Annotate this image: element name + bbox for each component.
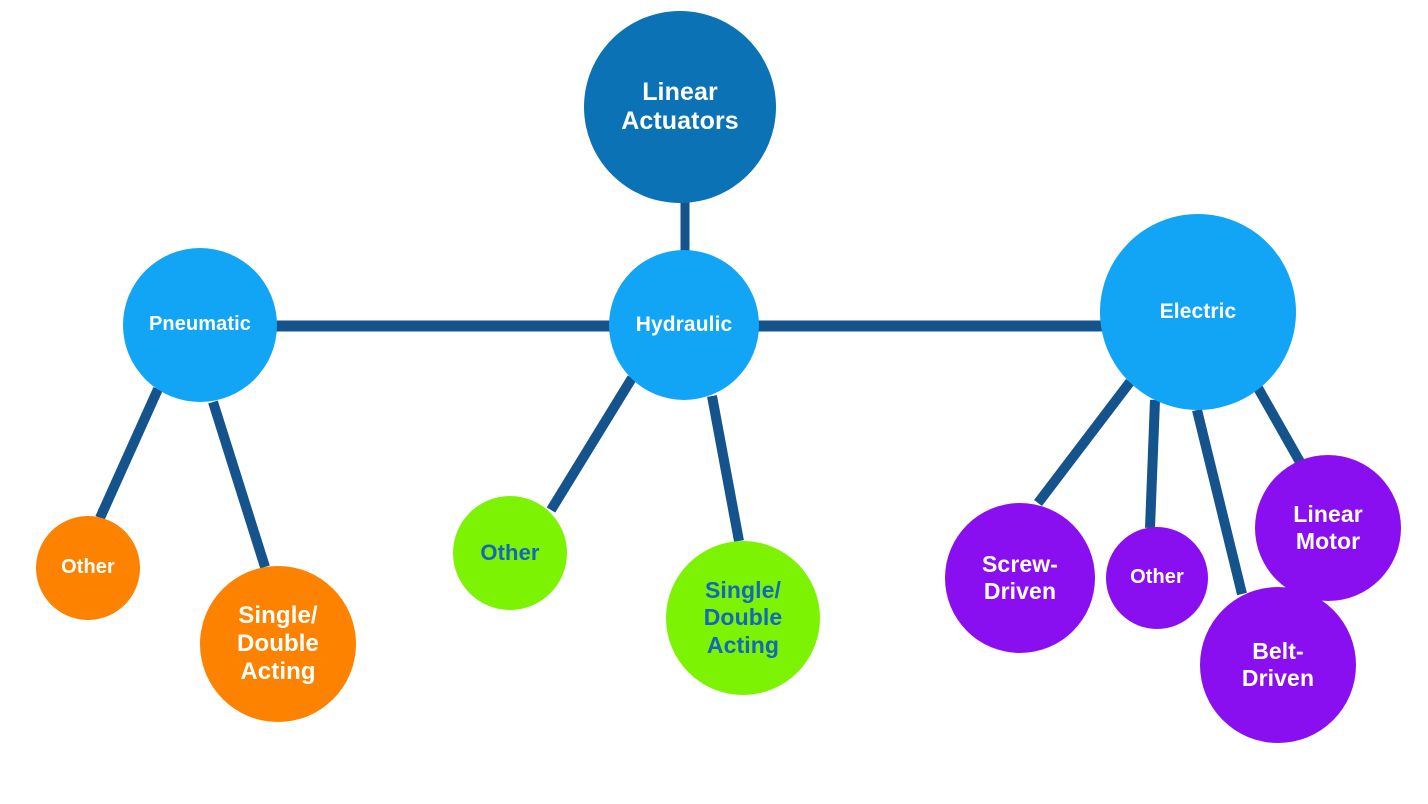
- node-label-electric: Electric: [1159, 299, 1237, 323]
- node-label-electric-linear-motor: Linear Motor: [1293, 500, 1363, 554]
- node-label-electric-other: Other: [1130, 566, 1184, 589]
- edge-electric-other-edge: [1145, 399, 1160, 529]
- node-label-hydraulic-other: Other: [480, 540, 540, 566]
- node-label-pneumatic-other: Other: [61, 556, 115, 579]
- node-electric-screw-driven[interactable]: Screw- Driven: [945, 503, 1095, 653]
- node-pneumatic-single-double-acting[interactable]: Single/ Double Acting: [200, 566, 356, 722]
- node-label-pneumatic: Pneumatic: [148, 313, 252, 336]
- node-label-hydraulic-single-double-acting: Single/ Double Acting: [703, 577, 783, 658]
- node-electric-belt-driven[interactable]: Belt- Driven: [1200, 587, 1356, 743]
- node-electric-linear-motor[interactable]: Linear Motor: [1255, 455, 1401, 601]
- node-electric-other[interactable]: Other: [1106, 527, 1208, 629]
- edge-electric-linear-motor-edge: [1253, 385, 1305, 465]
- edge-hydraulic-other-edge: [546, 375, 637, 513]
- node-pneumatic-other[interactable]: Other: [36, 516, 140, 620]
- node-label-electric-screw-driven: Screw- Driven: [981, 550, 1059, 604]
- node-label-electric-belt-driven: Belt- Driven: [1241, 637, 1315, 691]
- node-electric[interactable]: Electric: [1100, 214, 1296, 410]
- edge-pneumatic-other-edge: [95, 386, 163, 521]
- edge-pneumatic-sda-edge: [208, 400, 270, 569]
- node-hydraulic[interactable]: Hydraulic: [609, 250, 759, 400]
- node-label-pneumatic-single-double-acting: Single/ Double Acting: [237, 601, 319, 686]
- node-pneumatic[interactable]: Pneumatic: [123, 248, 277, 402]
- edge-electric-belt-edge: [1192, 408, 1247, 596]
- node-hydraulic-other[interactable]: Other: [453, 496, 567, 610]
- node-hydraulic-single-double-acting[interactable]: Single/ Double Acting: [666, 541, 820, 695]
- node-label-hydraulic: Hydraulic: [635, 312, 733, 336]
- edge-electric-screw-edge: [1034, 378, 1134, 507]
- edge-hydraulic-sda-edge: [707, 395, 744, 542]
- node-linear-actuators[interactable]: Linear Actuators: [584, 11, 776, 203]
- node-label-linear-actuators: Linear Actuators: [621, 77, 739, 136]
